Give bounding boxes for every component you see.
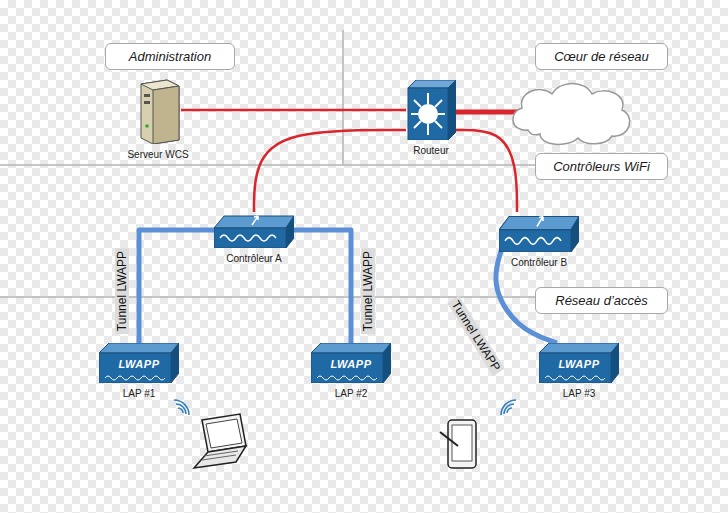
zone-label-box: Réseau d’accès [535, 287, 668, 314]
laptop-illustration [194, 414, 246, 468]
network-cloud [513, 84, 630, 145]
server-device [135, 78, 181, 144]
network-link [181, 109, 406, 112]
tablet-illustration [440, 420, 476, 468]
device-node: Contrôleur B [494, 212, 584, 268]
divider-line [0, 164, 535, 166]
lwapp-tunnel [294, 230, 351, 343]
device-label: Routeur [396, 145, 466, 156]
zone-label-box: Contrôleurs WiFi [535, 153, 668, 180]
device-node: Serveur WCS [113, 78, 203, 160]
lap-device: LWAPP [539, 343, 619, 383]
device-badge: LWAPP [539, 343, 619, 370]
device-label: Serveur WCS [113, 149, 203, 160]
zone-label-box: Administration [105, 43, 235, 70]
router-icon [406, 80, 456, 140]
device-node: LWAPP LAP #3 [534, 343, 624, 399]
zone-label-box: Cœur de réseau [535, 43, 668, 70]
lap-device: LWAPP [311, 343, 391, 383]
device-label: LAP #2 [306, 388, 396, 399]
device-label: Contrôleur A [204, 253, 304, 264]
ctrl-device [499, 212, 579, 252]
device-badge: LWAPP [99, 343, 179, 370]
tunnel-label: Tunnel LWAPP [115, 247, 129, 333]
zone-title: Réseau d’accès [542, 293, 661, 308]
zone-dividers [0, 30, 535, 297]
lwapp-tunnel [139, 230, 214, 343]
zone-title: Cœur de réseau [542, 49, 661, 64]
divider-line [342, 30, 344, 165]
lap-device: LWAPP [99, 343, 179, 383]
tunnel-label: Tunnel LWAPP [447, 296, 505, 377]
tunnel-label: Tunnel LWAPP [361, 247, 375, 333]
wifi-waves [174, 400, 516, 415]
device-label: LAP #1 [94, 388, 184, 399]
server-icon [135, 78, 181, 144]
router-device [406, 80, 456, 140]
device-badge: LWAPP [311, 343, 391, 370]
device-label: Contrôleur B [494, 257, 584, 268]
network-link [456, 130, 517, 212]
device-node: Routeur [396, 80, 466, 156]
ctrl-device [214, 212, 294, 248]
device-node: LWAPP LAP #2 [306, 343, 396, 399]
controller-icon [214, 212, 294, 248]
network-link [254, 130, 406, 212]
zone-title: Administration [112, 49, 228, 64]
controller-icon [499, 212, 579, 252]
device-node: Contrôleur A [204, 212, 304, 264]
device-label: LAP #3 [534, 388, 624, 399]
zone-title: Contrôleurs WiFi [542, 159, 661, 174]
device-node: LWAPP LAP #1 [94, 343, 184, 399]
